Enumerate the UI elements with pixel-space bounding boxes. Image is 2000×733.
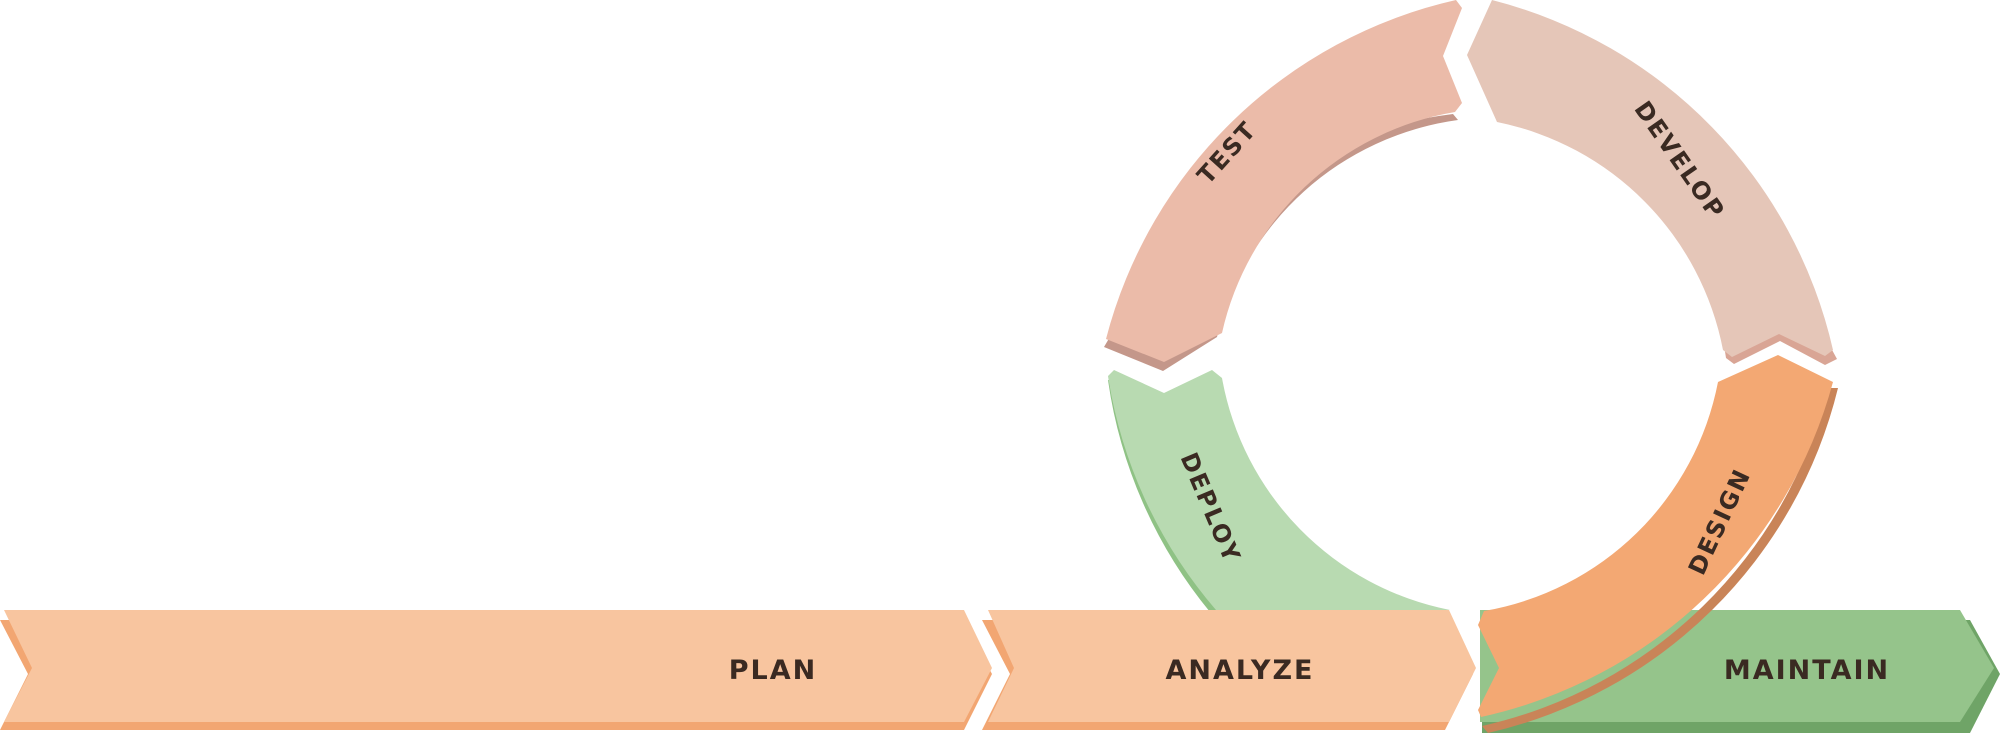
design-segment (1478, 355, 1833, 717)
plan-arrow (4, 610, 992, 722)
maintain-label: MAINTAIN (1724, 655, 1890, 686)
analyze-arrow (988, 610, 1476, 722)
analyze-label: ANALYZE (1166, 655, 1315, 686)
plan-label: PLAN (729, 655, 818, 686)
deploy-segment (1108, 370, 1450, 610)
test-segment (1106, 0, 1462, 362)
develop-segment (1467, 0, 1833, 357)
